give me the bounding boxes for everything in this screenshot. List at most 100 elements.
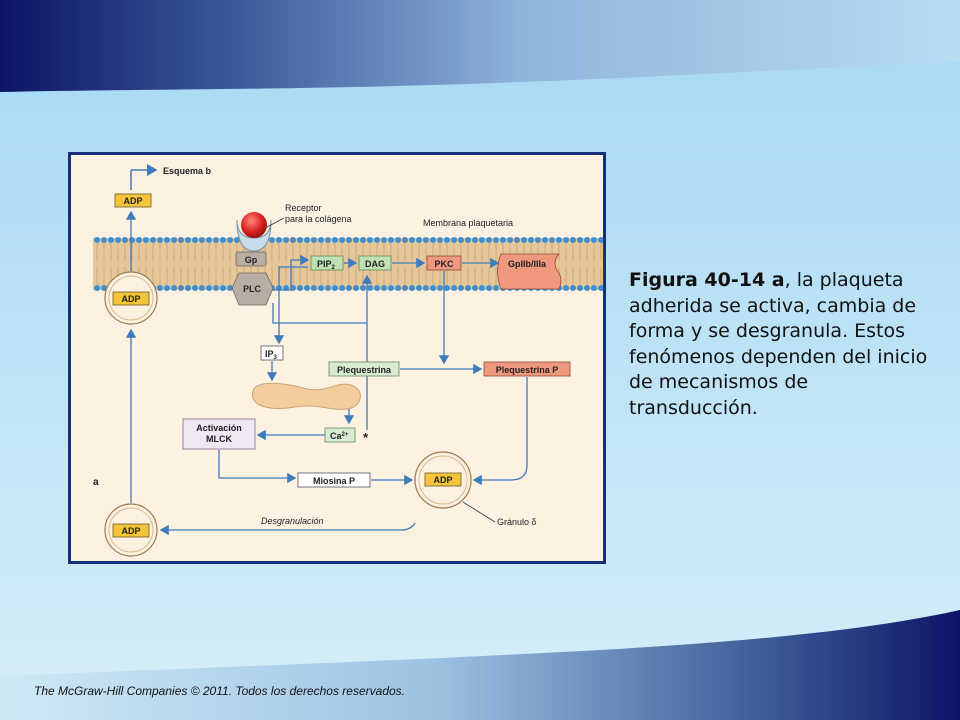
plequestrina-label: Plequestrina [337,365,392,375]
membrane-bead [367,237,373,243]
membrane-bead [577,285,583,291]
membrane-bead [598,237,603,243]
membrane-bead [332,237,338,243]
adp-box-membrane [112,291,150,306]
membrane-bead [535,237,541,243]
membrane-bead [416,285,422,291]
membrane-bead [157,237,163,243]
adp-label-top: ADP [123,196,142,206]
membrane-bead [199,237,205,243]
membrane-bead [381,285,387,291]
panel-label: a [93,477,99,488]
adp-box-granule [424,472,462,487]
membrane-bead [206,285,212,291]
pip2-label: PIP2 [317,259,336,271]
membrane-bead [346,285,352,291]
plc-hexagon [231,272,274,306]
arrow-mlck-miosina [218,450,297,484]
membrane-bead [129,237,135,243]
membrane-bead [353,237,359,243]
membrane-bead [157,285,163,291]
pkc-label: PKC [434,259,454,269]
caption-text: , la plaqueta adherida se activa, cambia… [629,269,928,419]
membrane-bead [185,237,191,243]
activacion-label-1: Activación [196,423,242,433]
membrane-bead [549,237,555,243]
membrane-bead [353,285,359,291]
membrane-bead [451,237,457,243]
membrane-bead [192,237,198,243]
membrane-bead [437,237,443,243]
membrane-bead [304,237,310,243]
plc-label: PLC [243,284,262,294]
membrane-bead [395,237,401,243]
membrane-bead [325,237,331,243]
esquema-label: Esquema b [163,166,212,176]
activacion-label-2: MLCK [206,434,232,444]
adp-box-top [114,193,152,208]
granulo-label: Gránulo δ [497,517,537,527]
membrane-bead [325,285,331,291]
membrane-bead [220,237,226,243]
membrane-bead [430,285,436,291]
figure-caption: Figura 40-14 a, la plaqueta adherida se … [629,268,929,421]
membrane-bead [444,285,450,291]
membrane-bead [423,237,429,243]
membrane-bead [388,285,394,291]
membrane-bead [514,237,520,243]
membrane-bead [234,237,240,243]
membrane-bead [472,237,478,243]
gp-box [235,251,267,267]
membrane-bead [360,285,366,291]
membrane-bead [584,285,590,291]
membrane-bead [171,285,177,291]
membrane-bead [374,285,380,291]
gp-label: Gp [245,255,258,265]
receptor-label-1: Receptor [285,203,322,213]
membrane-bead [220,285,226,291]
adp-label-membrane: ADP [121,294,140,304]
membrane-bead [451,285,457,291]
pkc-box [426,255,462,271]
membrane-bead [276,237,282,243]
membrane-bead [311,285,317,291]
membrane-bead [213,237,219,243]
membrane-bead [437,285,443,291]
membrane-bead [374,237,380,243]
membrane-bead [108,237,114,243]
membrane-bead [381,237,387,243]
membrane-bead [458,285,464,291]
membrane-bead [171,237,177,243]
platelet-activation-figure: Esquema b ADP Receptor para la colágena … [68,152,606,564]
membrane-bead [458,237,464,243]
miosina-p-box [297,472,371,488]
membrane-bead [479,285,485,291]
membrane-bead [493,237,499,243]
membrane-bead [500,237,506,243]
receptor-label-2: para la colágena [285,214,352,224]
membrane-bead [101,237,107,243]
membrane-bead [402,237,408,243]
membrane-bead [290,237,296,243]
membrane-bead [136,237,142,243]
membrane-bead [332,285,338,291]
membrane-bead [318,285,324,291]
membrane-bead [402,285,408,291]
membrane-bead [150,237,156,243]
membrane-bead [409,285,415,291]
plequestrina-p-label: Plequestrina P [496,365,559,375]
membrane-bead [297,237,303,243]
ip3-label: IP3 [265,349,278,361]
membrane-bead [542,237,548,243]
membrane-bead [346,237,352,243]
miosina-p-label: Miosina P [313,476,355,486]
plequestrina-p-box [483,361,571,377]
membrane-bead [283,237,289,243]
membrane-bead [269,237,275,243]
membrane-bead [388,237,394,243]
activacion-box [182,418,256,450]
granulo-pointer [462,501,496,523]
membrane-bead [318,237,324,243]
membrane-bead [598,285,603,291]
membrane-bead [444,237,450,243]
